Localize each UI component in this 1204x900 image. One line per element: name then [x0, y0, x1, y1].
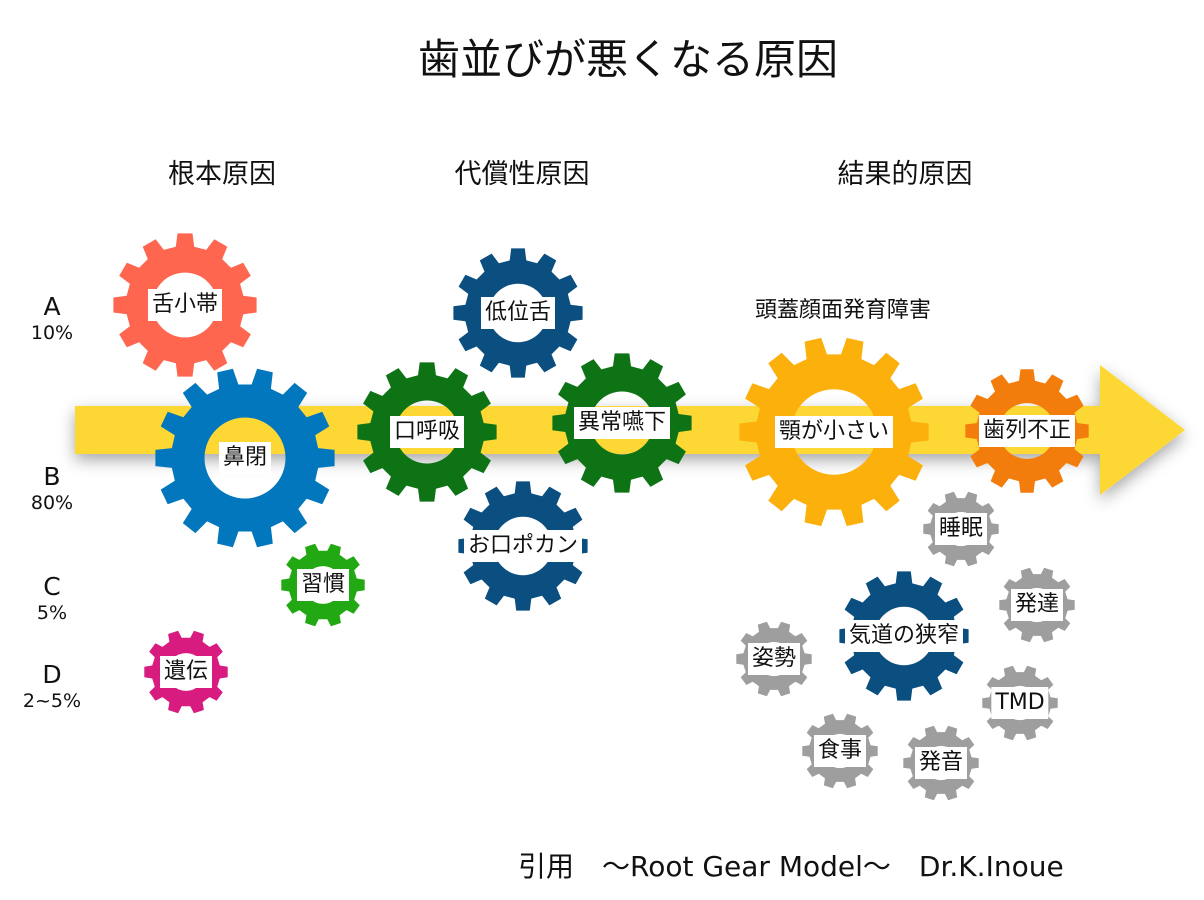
- gear-icon: [113, 233, 257, 377]
- gear-label: 歯列不正: [978, 415, 1076, 447]
- row-percent: 10%: [30, 322, 74, 344]
- gear-label: 舌小帯: [147, 289, 223, 321]
- gear-label: 気道の狭窄: [844, 620, 964, 652]
- gear-icon: [357, 362, 497, 502]
- craniofacial-subtitle: 頭蓋顔面発育障害: [754, 298, 932, 323]
- gear-icon: [903, 725, 979, 801]
- gear-label: 低位舌: [480, 297, 556, 329]
- gear-icon: [458, 481, 588, 611]
- gear-label: 姿勢: [747, 643, 801, 675]
- gear-label: TMD: [991, 687, 1049, 719]
- gear-label: 食事: [813, 735, 867, 767]
- gear-icon: [453, 248, 583, 378]
- page-title: 歯並びが悪くなる原因: [417, 35, 838, 84]
- gear-label: 口呼吸: [389, 416, 465, 448]
- column-header-root-cause: 根本原因: [168, 159, 276, 190]
- row-percent: 80%: [30, 492, 74, 514]
- gear-label: 遺伝: [159, 656, 213, 688]
- citation: 引用 〜Root Gear Model〜 Dr.K.Inoue: [518, 850, 1064, 883]
- gear-label: 発音: [914, 747, 968, 779]
- gear-icon: [999, 567, 1075, 643]
- gear-label: 顎が小さい: [774, 416, 894, 448]
- gear-icon: [552, 353, 692, 493]
- row-letter: C: [43, 572, 61, 601]
- gear-label: 異常嚥下: [573, 407, 671, 439]
- gear-icon: [923, 491, 999, 567]
- gear-icon: [739, 337, 929, 527]
- row-percent: 2~5%: [22, 690, 82, 712]
- gear-icon: [965, 369, 1089, 493]
- gear-icon: [982, 665, 1058, 741]
- gear-icon: [144, 630, 228, 714]
- gear-label: 睡眠: [934, 513, 988, 545]
- gear-icon: [802, 713, 878, 789]
- gear-icon: [736, 621, 812, 697]
- row-letter: D: [42, 660, 62, 689]
- gear-label: お口ポカン: [463, 530, 583, 562]
- column-header-resulting-cause: 結果的原因: [837, 159, 973, 190]
- gear-label: 発達: [1010, 589, 1064, 621]
- row-letter: B: [43, 462, 61, 491]
- gear-label: 習慣: [296, 569, 350, 601]
- gear-icon: [281, 543, 365, 627]
- row-letter: A: [43, 292, 61, 321]
- column-header-compensatory-cause: 代償性原因: [454, 159, 590, 190]
- row-percent: 5%: [36, 602, 68, 624]
- gear-icon: [839, 571, 969, 701]
- gear-icon: [155, 368, 335, 548]
- gear-label: 鼻閉: [218, 442, 272, 474]
